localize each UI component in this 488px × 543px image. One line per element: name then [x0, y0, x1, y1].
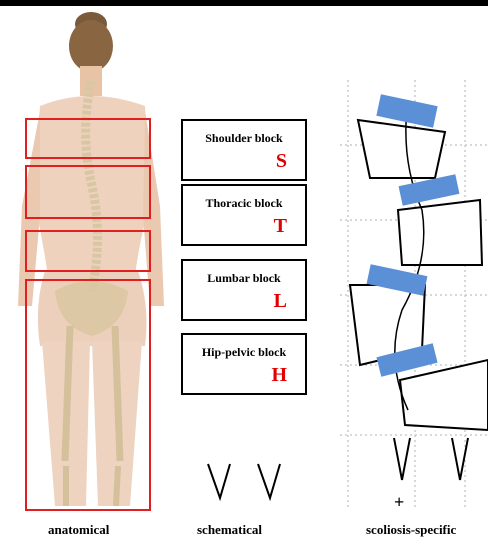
thoracic-block-letter: T	[274, 215, 287, 238]
hip-pelvic-block-title: Hip-pelvic block	[183, 345, 305, 360]
scoliosis-diagram: +	[330, 60, 488, 520]
schematical-legs	[200, 460, 290, 505]
thoracic-block-title: Thoracic block	[183, 196, 305, 211]
anatomical-figure	[0, 6, 175, 538]
lumbar-block-title: Lumbar block	[183, 271, 305, 286]
shoulder-block-title: Shoulder block	[183, 131, 305, 146]
anatomical-panel: anatomical	[0, 6, 175, 538]
label-scoliosis-specific: scoliosis-specific	[366, 522, 456, 538]
label-schematical: schematical	[197, 522, 262, 538]
shoulder-trapezoid	[358, 120, 445, 178]
hip-pelvic-block-box: Hip-pelvic block H	[181, 333, 307, 395]
plus-sign: +	[394, 492, 404, 512]
hip-pelvic-block-letter: H	[271, 364, 287, 387]
hip-trapezoid	[400, 360, 488, 430]
thoracic-block-box: Thoracic block T	[181, 184, 307, 246]
lumbar-block-box: Lumbar block L	[181, 259, 307, 321]
wedge-1	[376, 94, 437, 128]
thoracic-trapezoid	[398, 200, 482, 265]
label-anatomical: anatomical	[48, 522, 109, 538]
shoulder-block-box: Shoulder block S	[181, 119, 307, 181]
lumbar-block-letter: L	[274, 290, 287, 313]
shoulder-block-letter: S	[276, 150, 287, 173]
